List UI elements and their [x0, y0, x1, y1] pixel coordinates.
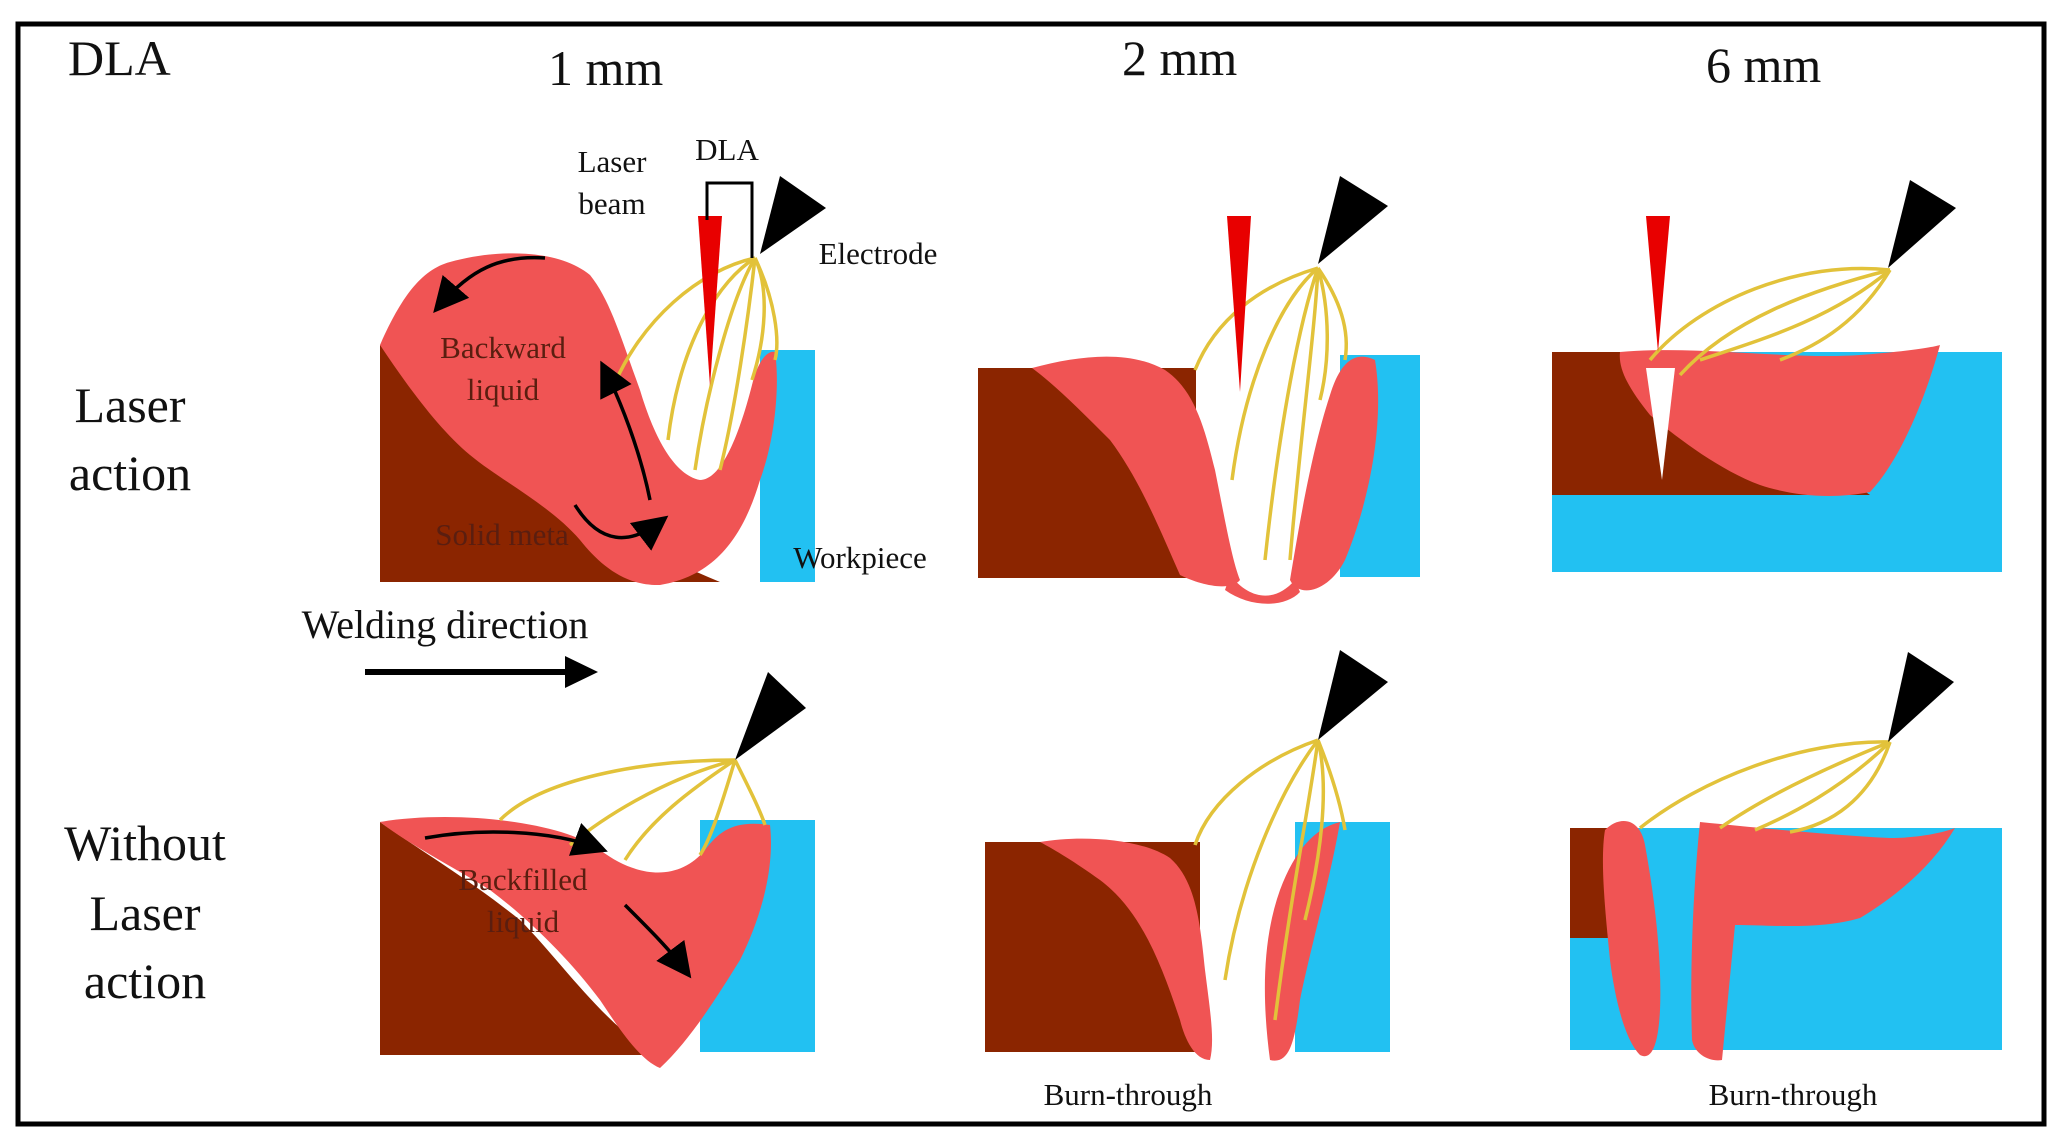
- laser-beam-label-line1: Laser: [578, 144, 648, 179]
- panel-6mm-no-laser: Burn-through: [1570, 652, 2002, 1112]
- svg-text:action: action: [84, 953, 206, 1009]
- panel-1mm-laser: Laser beam DLA Electrode Backward liquid…: [380, 132, 938, 586]
- laser-beam: [1646, 216, 1670, 352]
- panel-6mm-laser: [1552, 180, 2002, 572]
- backward-flow-arrow-3: [573, 504, 669, 551]
- backfilled-flow-arrow-2: [623, 903, 692, 979]
- svg-text:Without: Without: [64, 815, 226, 871]
- liquid-pool: [380, 817, 771, 1068]
- electrode: [1888, 652, 1954, 742]
- laser-beam-label-line2: beam: [578, 186, 645, 221]
- svg-text:Laser: Laser: [74, 377, 185, 433]
- laser-beam: [698, 216, 722, 386]
- arc-lines: [1648, 266, 1892, 377]
- corner-label: DLA: [68, 30, 171, 86]
- backward-flow-arrow-2: [600, 360, 652, 501]
- panel-1mm-no-laser: Backfilled liquid: [380, 672, 815, 1068]
- workpiece-label: Workpiece: [793, 540, 927, 575]
- liquid-pool-left: [1032, 356, 1240, 587]
- electrode: [735, 672, 806, 760]
- svg-text:Laser: Laser: [89, 885, 200, 941]
- panel-2mm-no-laser: Burn-through: [985, 650, 1390, 1112]
- svg-text:action: action: [69, 445, 191, 501]
- column-header-1mm: 1 mm: [548, 40, 663, 96]
- solid-metal: [380, 822, 655, 1055]
- electrode: [1318, 176, 1388, 264]
- dla-bracket: [705, 181, 754, 258]
- liquid-pool-right: [1290, 356, 1379, 591]
- liquid-pool: [380, 253, 777, 586]
- liquid-pool: [1619, 345, 1940, 496]
- welding-direction-label: Welding direction: [302, 602, 589, 647]
- column-header-6mm: 6 mm: [1706, 37, 1821, 93]
- backfilled-flow-arrow-1: [424, 823, 608, 856]
- liquid-pool-bottom: [1225, 575, 1300, 604]
- panel-2mm-laser: [978, 176, 1420, 604]
- backward-liquid-label-line2: liquid: [467, 372, 540, 407]
- electrode: [1888, 180, 1956, 268]
- backfilled-liquid-label-line2: liquid: [487, 904, 560, 939]
- liquid-pool-left: [1602, 821, 1661, 1057]
- electrode: [760, 176, 826, 254]
- column-header-2mm: 2 mm: [1122, 30, 1237, 86]
- backward-flow-arrow-1: [433, 255, 546, 313]
- arc-lines: [1193, 266, 1349, 561]
- burn-through-label-6mm: Burn-through: [1709, 1077, 1878, 1112]
- solid-metal-label: Solid meta: [435, 517, 569, 552]
- electrode-label: Electrode: [819, 236, 938, 271]
- liquid-pool-right: [1691, 822, 1955, 1061]
- laser-beam: [1227, 216, 1251, 392]
- burn-through-label-2mm: Burn-through: [1044, 1077, 1213, 1112]
- backward-liquid-label-line1: Backward: [440, 330, 566, 365]
- row-label-without-laser-action: Without Laser action: [64, 815, 226, 1009]
- row-label-laser-action: Laser action: [69, 377, 191, 501]
- arc-lines: [1193, 738, 1347, 1021]
- liquid-pool-right: [1264, 822, 1340, 1061]
- arc-lines: [1638, 740, 1892, 834]
- laser-keyhole: [1646, 368, 1675, 480]
- solid-metal: [380, 345, 720, 582]
- electrode: [1318, 650, 1388, 740]
- welding-direction: Welding direction: [302, 602, 598, 688]
- dla-label: DLA: [695, 132, 759, 167]
- backfilled-liquid-label-line1: Backfilled: [458, 862, 588, 897]
- liquid-pool-left: [1040, 838, 1213, 1060]
